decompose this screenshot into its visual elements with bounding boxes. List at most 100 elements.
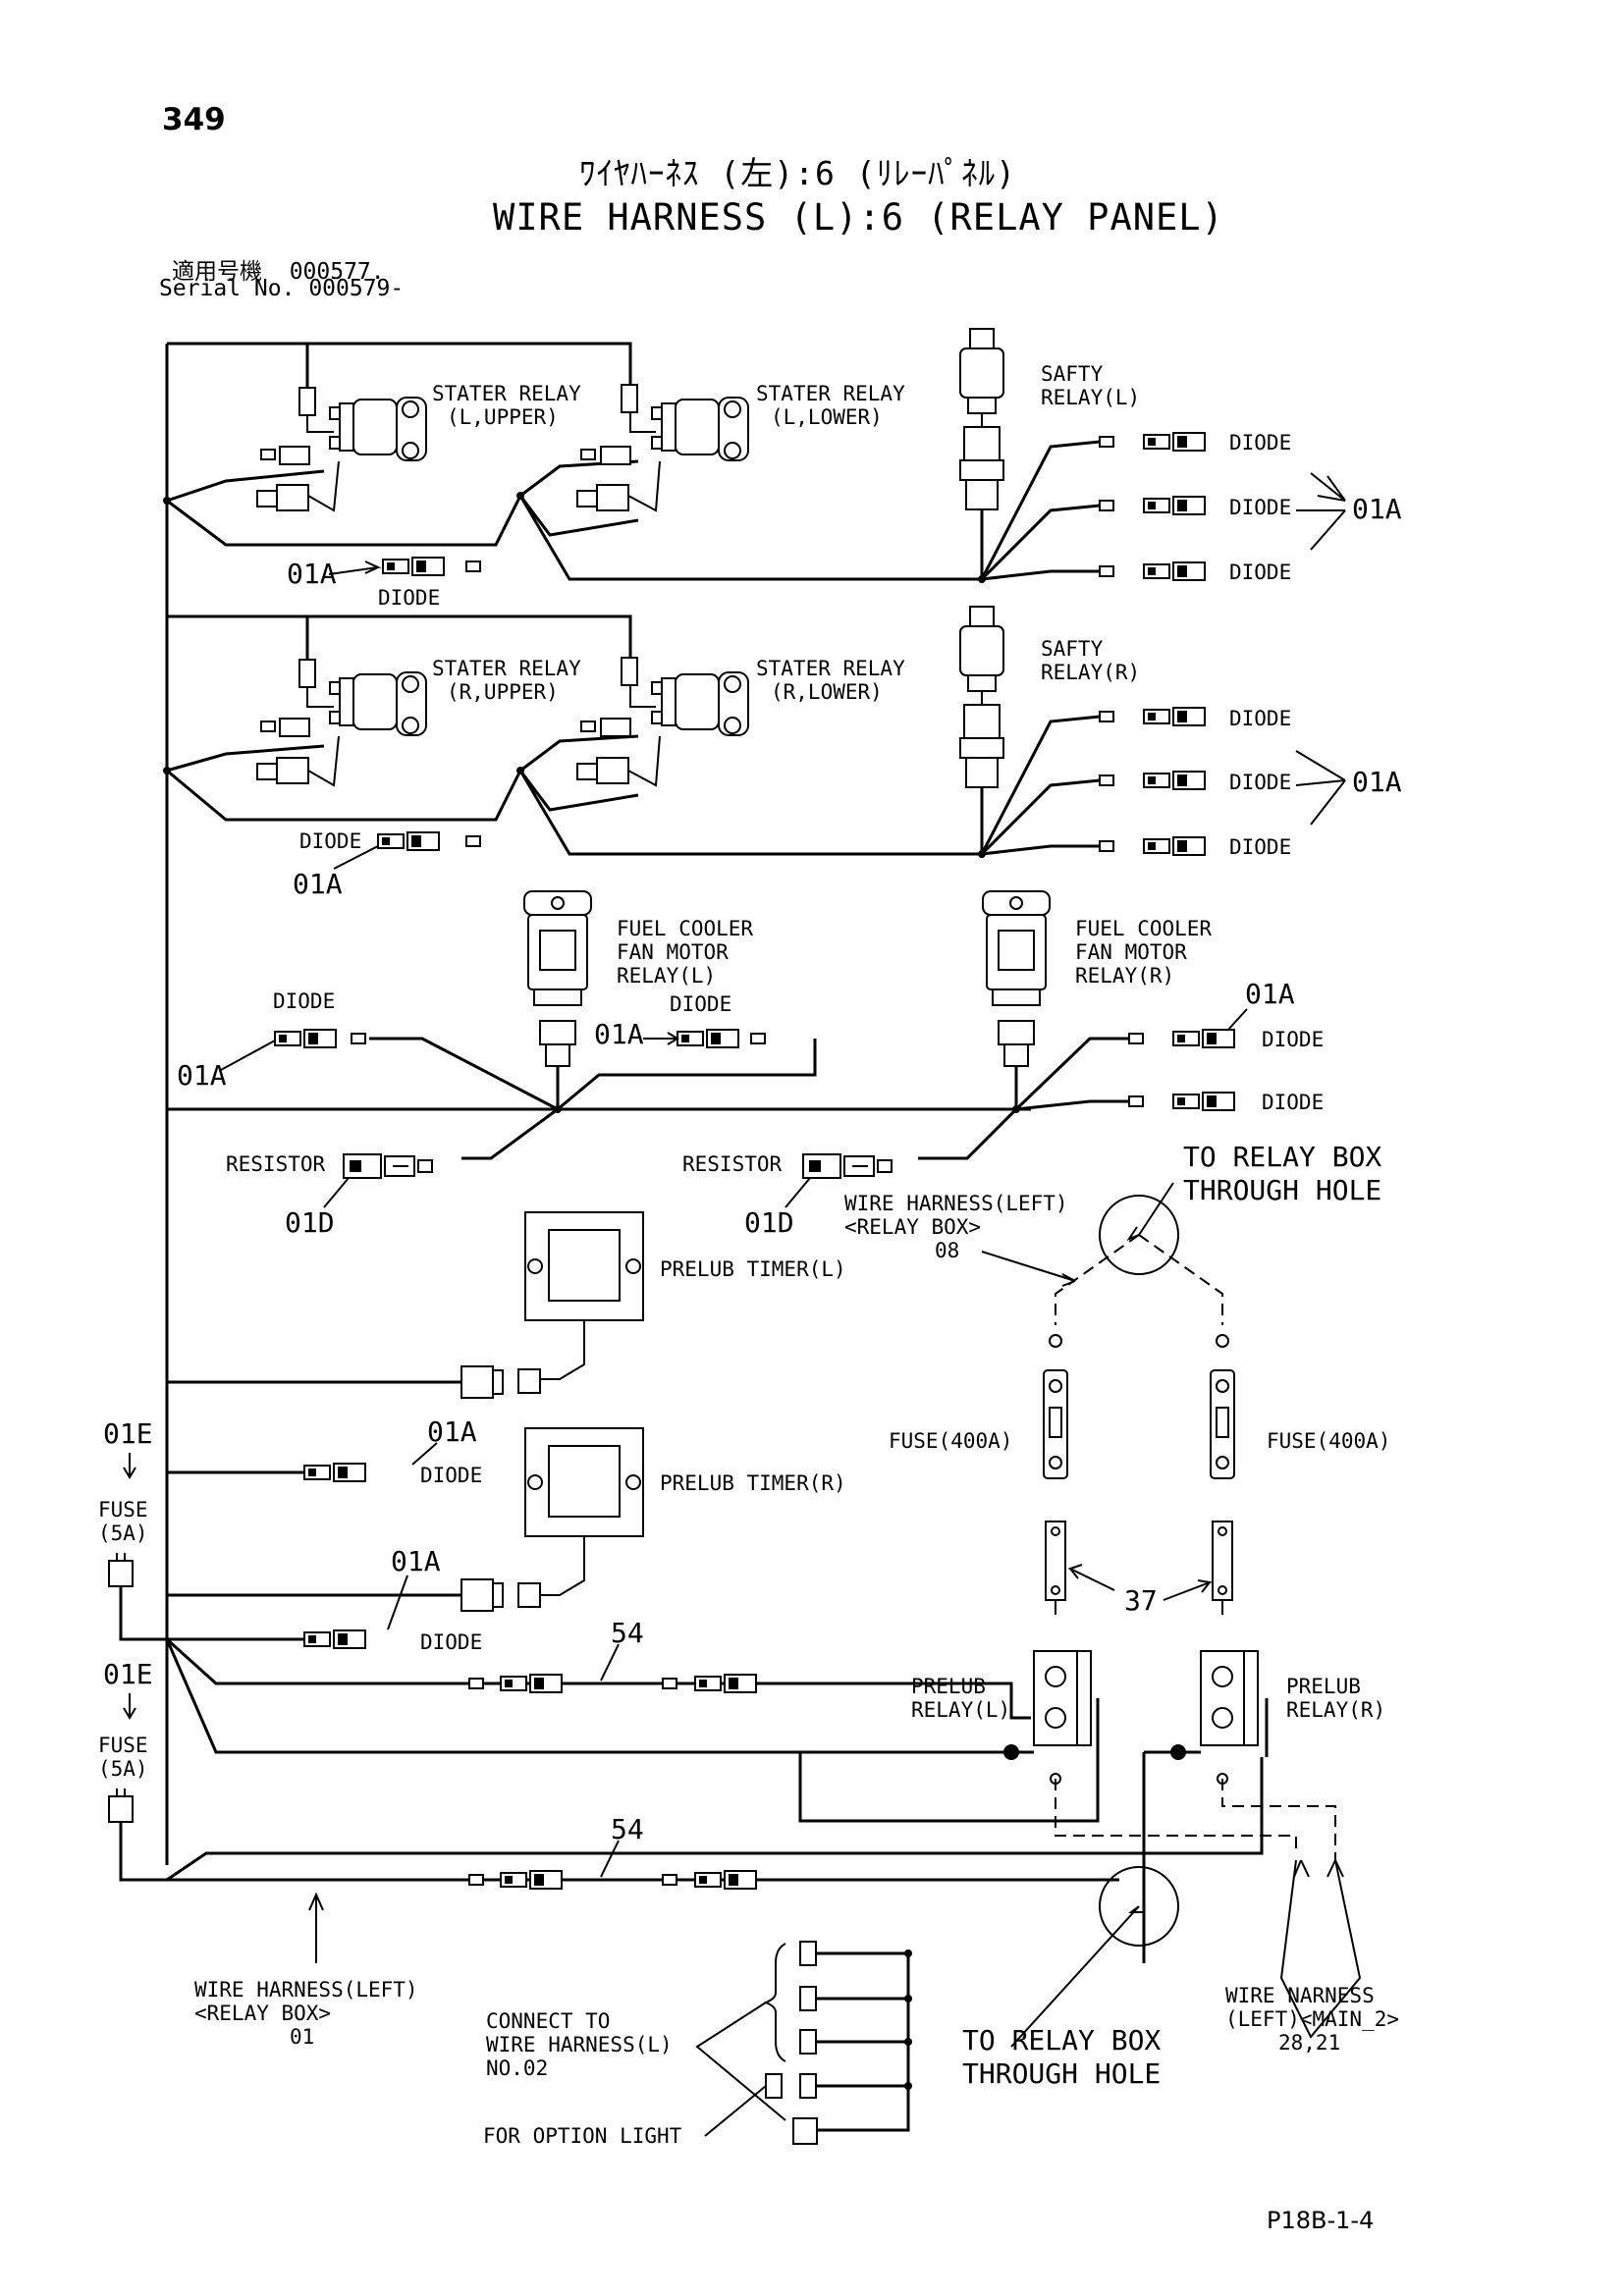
svg-text:<RELAY BOX>: <RELAY BOX> [194,2002,331,2025]
svg-text:FUSE(400A): FUSE(400A) [889,1429,1012,1453]
label-stater-relay-l-upper: STATER RELAY [432,382,581,405]
svg-text:PRELUB TIMER(R): PRELUB TIMER(R) [660,1471,846,1495]
svg-text:FAN MOTOR: FAN MOTOR [1075,940,1187,964]
svg-text:DIODE: DIODE [1262,1028,1324,1051]
svg-text:THROUGH HOLE: THROUGH HOLE [1183,1174,1381,1206]
svg-text:01A: 01A [293,868,343,900]
labels-left-fuses: 01E FUSE (5A) 01E FUSE (5A) 01A DIODE 01… [98,1415,644,1845]
serial-number: Serial No. 000579- [159,276,405,301]
svg-text:28,21: 28,21 [1278,2031,1340,2055]
svg-text:01A: 01A [1245,978,1295,1010]
svg-text:37: 37 [1124,1584,1158,1617]
svg-text:FUSE: FUSE [98,1498,148,1522]
svg-text:01A: 01A [1352,766,1402,798]
svg-text:STATER RELAY: STATER RELAY [432,657,581,680]
resistor-l [343,1153,433,1179]
svg-text:DIODE: DIODE [1229,835,1291,859]
svg-text:FUSE: FUSE [98,1734,148,1757]
label-resistor-r: RESISTOR [682,1152,783,1176]
svg-text:DIODE: DIODE [1229,771,1291,794]
svg-text:RELAY(R): RELAY(R) [1041,661,1140,684]
svg-text:(R,UPPER): (R,UPPER) [447,680,559,704]
safty-relay-l [959,328,1346,583]
prelub-timer-l [460,1211,644,1399]
svg-text:WIRE NARNESS: WIRE NARNESS [1225,1984,1375,2007]
svg-text:DIODE: DIODE [1229,561,1291,584]
svg-text:WIRE HARNESS(LEFT): WIRE HARNESS(LEFT) [844,1192,1068,1215]
fuel-cooler-relay-l [274,890,817,1160]
svg-text:DIODE: DIODE [1229,707,1291,730]
fuel-cooler-relay-r [918,890,1235,1160]
labels-bottom: WIRE HARNESS(LEFT) <RELAY BOX> 01 CONNEC… [194,1978,1399,2148]
svg-text:PRELUB: PRELUB [1286,1675,1361,1698]
svg-text:WIRE HARNESS(LEFT): WIRE HARNESS(LEFT) [194,1978,418,2002]
relay-box-hole-upper [981,1182,1223,1325]
svg-text:08: 08 [935,1239,959,1262]
svg-text:PRELUB: PRELUB [911,1675,986,1698]
svg-text:01A: 01A [391,1545,441,1577]
svg-text:STATER RELAY: STATER RELAY [756,657,905,680]
svg-text:54: 54 [611,1617,644,1649]
label-safty-l: SAFTY [1041,362,1104,386]
fuse-5a-upper [108,1453,136,1587]
svg-text:DIODE: DIODE [273,989,335,1013]
svg-text:TO RELAY BOX: TO RELAY BOX [962,2024,1161,2056]
prelub-timer-r [460,1427,644,1612]
svg-text:DIODE: DIODE [1229,431,1291,454]
svg-text:RELAY(R): RELAY(R) [1075,964,1174,988]
svg-text:(R,LOWER): (R,LOWER) [771,680,883,704]
svg-text:DIODE: DIODE [1262,1091,1324,1114]
svg-text:PRELUB TIMER(L): PRELUB TIMER(L) [660,1257,846,1281]
svg-text:DIODE: DIODE [299,829,361,853]
svg-text:RELAY(L): RELAY(L) [911,1698,1010,1722]
svg-text:RELAY(L): RELAY(L) [617,964,716,988]
svg-text:01A: 01A [427,1415,477,1448]
svg-text:TO RELAY BOX: TO RELAY BOX [1183,1141,1381,1173]
svg-text:DIODE: DIODE [378,586,440,610]
labels-stater-l: STATER RELAY (L,UPPER) STATER RELAY (L,L… [287,362,1402,610]
svg-text:THROUGH HOLE: THROUGH HOLE [962,2057,1161,2090]
stater-relay-r-upper [298,657,638,736]
svg-text:DIODE: DIODE [420,1630,482,1654]
svg-text:01E: 01E [103,1658,153,1690]
svg-text:(L,UPPER): (L,UPPER) [447,405,559,429]
svg-text:DIODE: DIODE [1229,496,1291,519]
labels-fuel-cooler: FUEL COOLER FAN MOTOR RELAY(L) FUEL COOL… [177,917,1324,1239]
svg-text:NO.02: NO.02 [486,2056,548,2080]
svg-text:(LEFT)<MAIN_2>: (LEFT)<MAIN_2> [1225,2007,1399,2031]
option-light-connectors [695,1941,912,2145]
label-safty-r: SAFTY [1041,637,1104,661]
page-number: 349 [162,102,226,137]
svg-text:FUSE(400A): FUSE(400A) [1267,1429,1390,1453]
svg-text:01A: 01A [287,558,337,590]
serial-applicability-jp: 適用号機 000577. [172,259,385,285]
stater-l-wiring [163,412,982,581]
fuse-5a-lower [108,1693,136,1823]
arrow-wh-left-bottom [308,1892,324,1963]
svg-text:RELAY(R): RELAY(R) [1286,1698,1385,1722]
labels-relay-box: TO RELAY BOX THROUGH HOLE WIRE HARNESS(L… [660,1141,1390,1722]
stater-relay-r-lower [651,671,749,736]
stater-r-wiring [163,685,982,856]
fuse-400a-r [1210,1334,1235,1479]
svg-text:01E: 01E [103,1417,153,1450]
svg-text:01: 01 [290,2025,314,2049]
title-japanese: ﾜｲﾔﾊｰﾈｽ (左):6 (ﾘﾚｰﾊﾟﾈﾙ) [579,154,1016,192]
prelub-relay-r [1142,1650,1269,1963]
svg-text:01A: 01A [1352,493,1402,525]
label-resistor-l: RESISTOR [226,1152,326,1176]
resistor-r [802,1153,893,1179]
svg-text:CONNECT TO: CONNECT TO [486,2009,610,2033]
prelub-relay-l [798,1650,1100,1823]
svg-text:(5A): (5A) [98,1757,148,1781]
svg-text:FAN MOTOR: FAN MOTOR [617,940,729,964]
svg-text:<RELAY BOX>: <RELAY BOX> [844,1215,981,1239]
svg-text:(L,LOWER): (L,LOWER) [771,405,883,429]
svg-text:WIRE HARNESS(L): WIRE HARNESS(L) [486,2033,673,2056]
labels-stater-r: STATER RELAY (R,UPPER) STATER RELAY (R,L… [293,637,1402,900]
svg-text:54: 54 [611,1813,644,1845]
fuse-400a-l [1043,1334,1068,1479]
svg-text:RELAY(L): RELAY(L) [1041,386,1140,409]
svg-text:DIODE: DIODE [420,1464,482,1487]
